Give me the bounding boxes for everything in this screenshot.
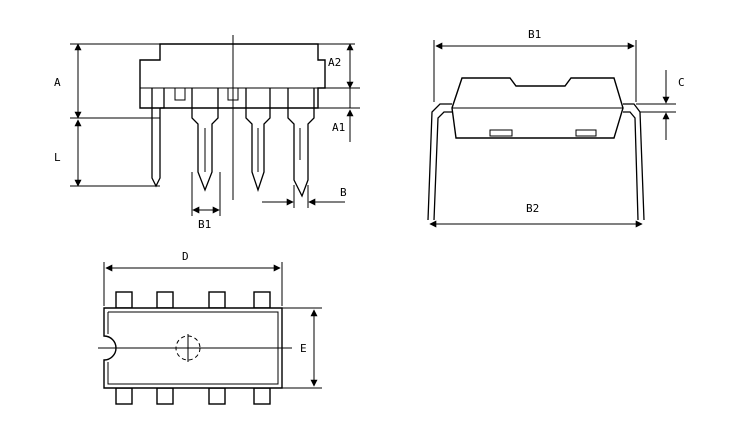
side-lead-2 [191, 88, 219, 192]
side-lead-4 [287, 88, 315, 198]
label-side-B1: B1 [198, 218, 211, 231]
top-pin-8 [115, 291, 133, 309]
top-pin-2 [156, 387, 174, 405]
top-view: D E [98, 250, 322, 405]
label-B: B [340, 186, 347, 199]
top-pin-6 [208, 291, 226, 309]
top-pin-4 [253, 387, 271, 405]
end-lead-left [427, 103, 452, 221]
top-pin-3 [208, 387, 226, 405]
side-view: A A2 A1 L B1 B [54, 35, 360, 231]
label-C: C [678, 76, 685, 89]
top-pin-5 [253, 291, 271, 309]
label-A: A [54, 76, 61, 89]
end-lead-right [623, 103, 645, 221]
label-end-B1: B1 [528, 28, 541, 41]
label-B2: B2 [526, 202, 539, 215]
top-pin-7 [156, 291, 174, 309]
label-A1: A1 [332, 121, 345, 134]
label-D: D [182, 250, 189, 263]
top-pin-1 [115, 387, 133, 405]
label-E: E [300, 342, 307, 355]
side-lead-3 [245, 88, 271, 193]
end-view: B1 B2 C [427, 28, 685, 228]
label-A2: A2 [328, 56, 341, 69]
label-L: L [54, 151, 61, 164]
